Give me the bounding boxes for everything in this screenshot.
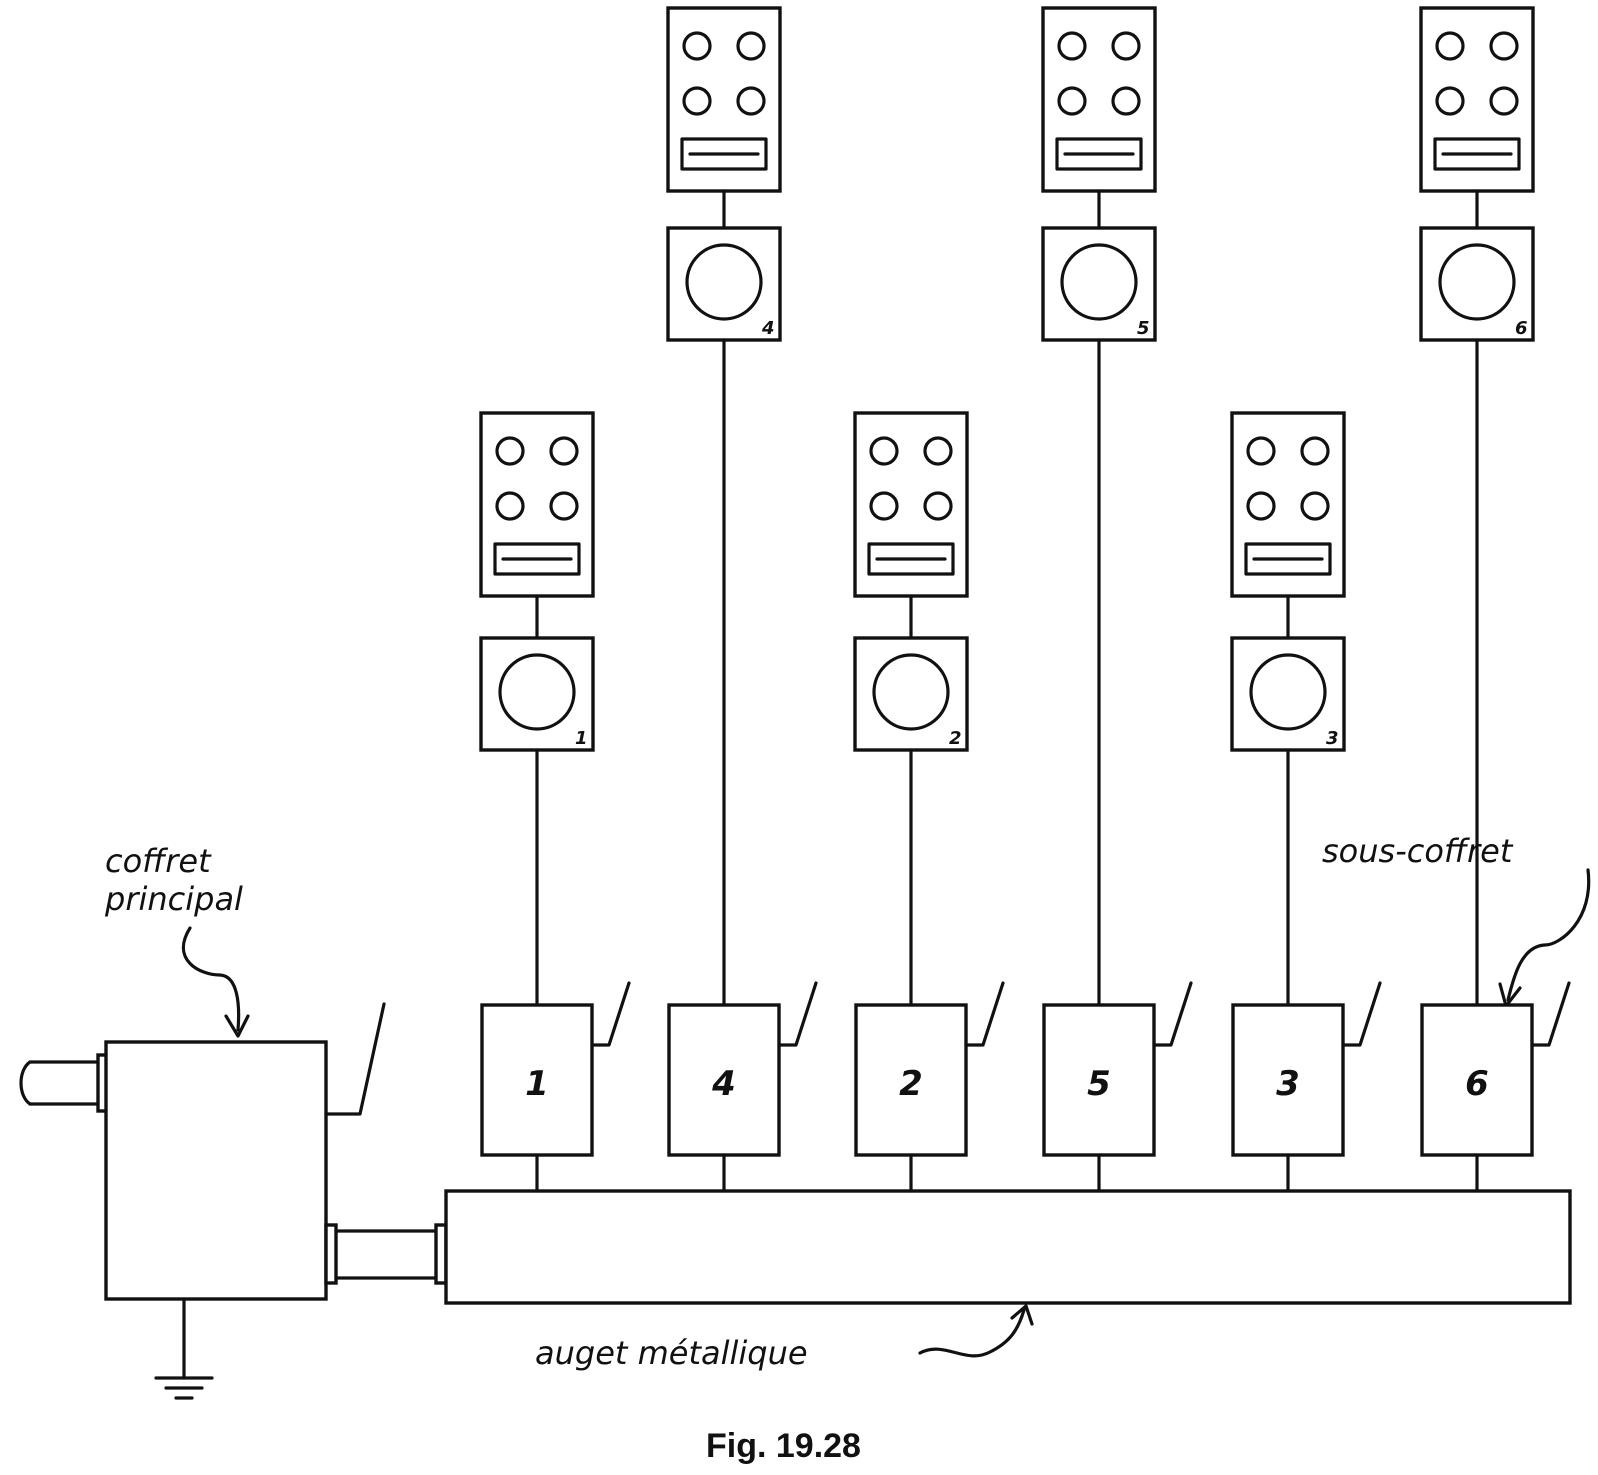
meter-dial-icon [1060,243,1138,321]
breaker-icon [1246,436,1276,466]
meter: 6 [1419,226,1535,342]
sub-box-number: 3 [1276,1064,1300,1104]
breaker-icon [1300,436,1330,466]
breaker-icon [1057,31,1087,61]
switch-slot [867,542,955,576]
sub-box: 6 [1420,981,1571,1157]
meter-dial-icon [498,653,576,731]
figure-caption: Fig. 19.28 [706,1427,861,1465]
lever-handle [1152,981,1193,1047]
breaker-icon [682,86,712,116]
unit-6: 66 [1419,6,1571,1193]
sub-box-number: 4 [711,1064,736,1104]
meter-number: 6 [1515,318,1528,339]
metal-trough [444,1189,1572,1305]
breaker-icon [549,436,579,466]
sub-box-arrow [1506,868,1591,1002]
breaker-icon [923,436,953,466]
breaker-icon [1057,86,1087,116]
breaker-icon [1489,86,1519,116]
meter: 2 [853,636,969,752]
breaker-icon [1111,31,1141,61]
lever-handle [590,981,631,1047]
sub-box: 2 [854,981,1005,1157]
breaker-icon [495,491,525,521]
sub-box: 5 [1042,981,1193,1157]
unit-3: 22 [853,411,1005,1193]
breaker-icon [682,31,712,61]
unit-5: 33 [1230,411,1382,1193]
meter-number: 4 [761,318,775,339]
sub-box-number: 1 [525,1064,549,1104]
unit-4: 55 [1041,6,1193,1193]
switch-slot [1055,137,1143,171]
sub-box: 3 [1231,981,1382,1157]
breaker-icon [1246,491,1276,521]
distribution-panel [1041,6,1157,193]
switch-slot [493,542,581,576]
meter-number: 3 [1326,728,1339,749]
breaker-icon [1489,31,1519,61]
switch-slot [1433,137,1521,171]
main-box-label-line2: principal [104,880,243,918]
meter-dial-icon [872,653,950,731]
meter-dial-icon [1249,653,1327,731]
sub-box: 1 [480,981,631,1157]
incoming-cable [19,1053,110,1113]
breaker-icon [1435,86,1465,116]
conduit [324,1223,448,1285]
main-box [104,1002,386,1400]
lever-handle [777,981,818,1047]
lever-handle [964,981,1005,1047]
trough-arrow [918,1308,1026,1358]
unit-2: 44 [666,6,818,1193]
meter-dial-icon [1438,243,1516,321]
sub-box-number: 5 [1087,1064,1111,1104]
distribution-panel [1230,411,1346,598]
meter: 1 [479,636,595,752]
breaker-icon [549,491,579,521]
breaker-icon [495,436,525,466]
distribution-panel [853,411,969,598]
meter-dial-icon [685,243,763,321]
breaker-icon [1435,31,1465,61]
breaker-icon [869,491,899,521]
trough-label: auget métallique [535,1334,808,1372]
main-box-label-line1: coffret [105,842,212,880]
distribution-panel [1419,6,1535,193]
breaker-icon [869,436,899,466]
unit-1: 11 [479,411,631,1193]
main-box-arrow [181,926,241,1032]
distribution-panel [479,411,595,598]
sub-box-number: 6 [1465,1064,1489,1104]
meter: 5 [1041,226,1157,342]
switch-slot [1244,542,1332,576]
meter: 3 [1230,636,1346,752]
meter-number: 1 [575,728,588,749]
sub-box-number: 2 [899,1064,923,1104]
meter: 4 [666,226,782,342]
breaker-icon [923,491,953,521]
sub-box-label: sous-coffret [1322,832,1514,870]
lever-handle [1341,981,1382,1047]
distribution-panel [666,6,782,193]
breaker-icon [736,31,766,61]
breaker-icon [1300,491,1330,521]
sub-box: 4 [667,981,818,1157]
lever-handle [1530,981,1571,1047]
breaker-icon [1111,86,1141,116]
switch-slot [680,137,768,171]
meter-number: 5 [1137,318,1150,339]
meter-number: 2 [949,728,962,749]
breaker-icon [736,86,766,116]
